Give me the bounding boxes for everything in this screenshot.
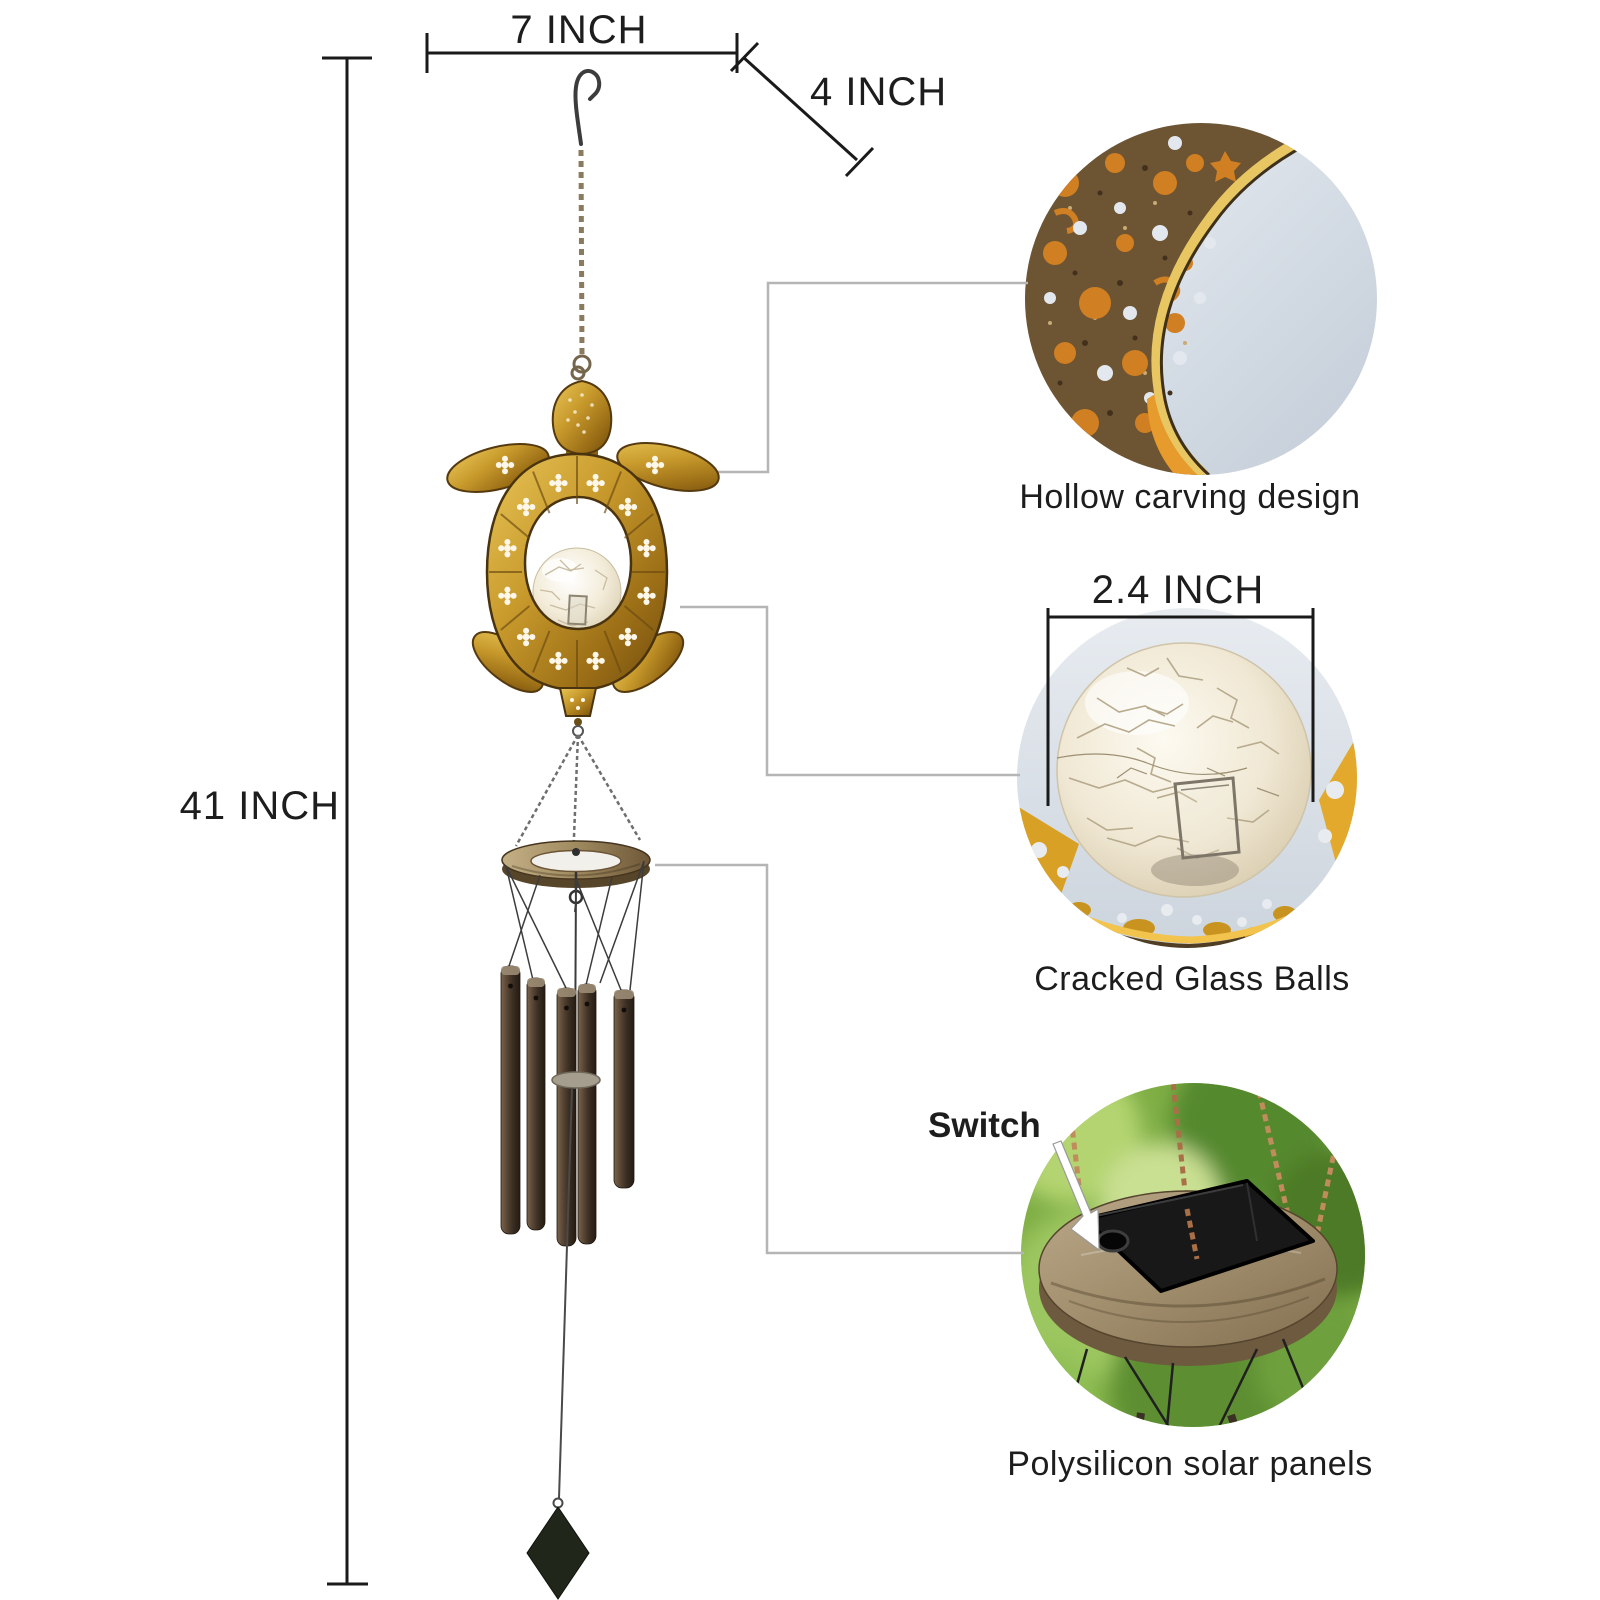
callout-caption-solar: Polysilicon solar panels xyxy=(1007,1445,1373,1483)
solar-top-ring xyxy=(501,840,651,913)
chime-strings xyxy=(505,860,645,1073)
glass-ball-photo xyxy=(1017,608,1357,948)
callout-caption-carving: Hollow carving design xyxy=(1019,478,1361,516)
measurement-label-width: 7 INCH xyxy=(510,8,648,52)
carving-photo xyxy=(1025,123,1377,475)
chime-tubes xyxy=(500,965,635,1247)
solar-panel-photo xyxy=(1021,1083,1365,1427)
callout-circle-glass-ball xyxy=(1017,608,1357,948)
callout-circle-solar-panel xyxy=(1021,1083,1365,1427)
turtle-ornament xyxy=(446,379,720,737)
clapper-disc xyxy=(551,1071,601,1089)
glass-ball xyxy=(532,547,622,637)
callout-caption-glass: Cracked Glass Balls xyxy=(1034,960,1350,998)
hanging-hook xyxy=(573,68,602,146)
measurement-label-total-height: 41 INCH xyxy=(179,784,340,828)
callout-circle-carving xyxy=(1025,123,1377,475)
hanging-chain xyxy=(570,149,592,381)
flower-cutouts xyxy=(495,455,665,671)
wind-catcher xyxy=(526,1087,590,1600)
switch-label: Switch xyxy=(928,1106,1041,1145)
wind-catcher-diamond xyxy=(526,1506,590,1600)
suspension-chains xyxy=(514,734,642,863)
measurement-label-hook-drop: 4 INCH xyxy=(810,70,948,114)
measurement-label-ball-diameter: 2.4 INCH xyxy=(1091,568,1265,612)
